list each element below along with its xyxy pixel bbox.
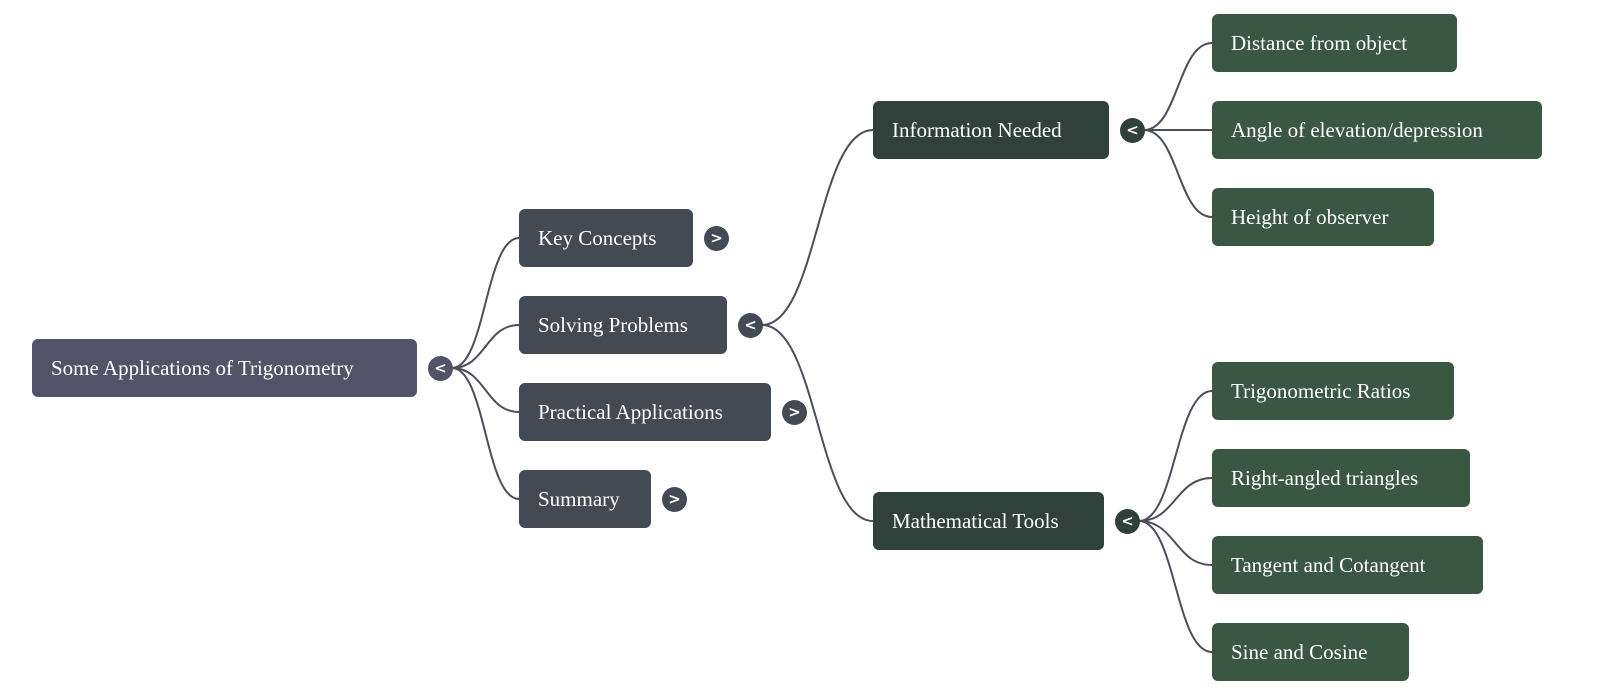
node-label: Angle of elevation/depression [1231,117,1483,142]
node-key-concepts[interactable]: Key Concepts [519,209,693,267]
node-label: Mathematical Tools [892,508,1059,533]
node-label: Trigonometric Ratios [1231,378,1411,403]
link-math-to-child-0 [1138,390,1213,522]
node-label: Right-angled triangles [1231,465,1419,490]
chevron-left-icon: < [744,316,757,334]
collapse-toggle-root[interactable]: < [428,356,453,381]
link-root-to-level1-2 [451,367,520,413]
node-label: Practical Applications [538,399,723,424]
link-root-to-level1-1 [451,324,520,369]
chevron-left-icon: < [434,359,447,377]
node-label: Tangent and Cotangent [1231,552,1426,577]
collapse-toggle-solving-problems[interactable]: < [738,313,763,338]
expand-toggle-summary[interactable]: > [662,487,687,512]
collapse-toggle-mathematical-tools[interactable]: < [1115,509,1140,534]
collapse-toggle-information-needed[interactable]: < [1120,118,1145,143]
link-solving-to-level2-0 [761,129,874,326]
link-info-to-child-2 [1143,129,1213,218]
node-solving-problems[interactable]: Solving Problems [519,296,727,354]
expand-toggle-key-concepts[interactable]: > [704,226,729,251]
node-summary[interactable]: Summary [519,470,651,528]
link-math-to-child-3 [1138,520,1213,653]
link-solving-to-level2-1 [761,324,874,522]
root-node[interactable]: Some Applications of Trigonometry [32,339,417,397]
node-right-angled-triangles[interactable]: Right-angled triangles [1212,449,1470,507]
root-node-label: Some Applications of Trigonometry [51,355,354,380]
chevron-right-icon: > [788,403,801,421]
node-label: Summary [538,486,620,511]
node-label: Sine and Cosine [1231,639,1368,664]
node-mathematical-tools[interactable]: Mathematical Tools [873,492,1104,550]
expand-toggle-practical-applications[interactable]: > [782,400,807,425]
link-math-to-child-2 [1138,520,1213,566]
node-height-of-observer[interactable]: Height of observer [1212,188,1434,246]
chevron-right-icon: > [668,490,681,508]
node-label: Distance from object [1231,30,1408,55]
link-info-to-child-0 [1143,42,1213,131]
chevron-right-icon: > [710,229,723,247]
link-root-to-level1-3 [451,367,520,500]
node-label: Key Concepts [538,225,657,250]
node-trigonometric-ratios[interactable]: Trigonometric Ratios [1212,362,1454,420]
node-distance-from-object[interactable]: Distance from object [1212,14,1457,72]
chevron-left-icon: < [1121,512,1134,530]
node-label: Information Needed [892,117,1062,142]
link-math-to-child-1 [1138,477,1213,522]
node-angle-of-elevation-depression[interactable]: Angle of elevation/depression [1212,101,1542,159]
chevron-left-icon: < [1126,121,1139,139]
node-information-needed[interactable]: Information Needed [873,101,1109,159]
node-sine-and-cosine[interactable]: Sine and Cosine [1212,623,1409,681]
node-tangent-and-cotangent[interactable]: Tangent and Cotangent [1212,536,1483,594]
link-root-to-level1-0 [451,237,520,369]
node-practical-applications[interactable]: Practical Applications [519,383,771,441]
node-label: Height of observer [1231,204,1389,229]
node-label: Solving Problems [538,312,688,337]
